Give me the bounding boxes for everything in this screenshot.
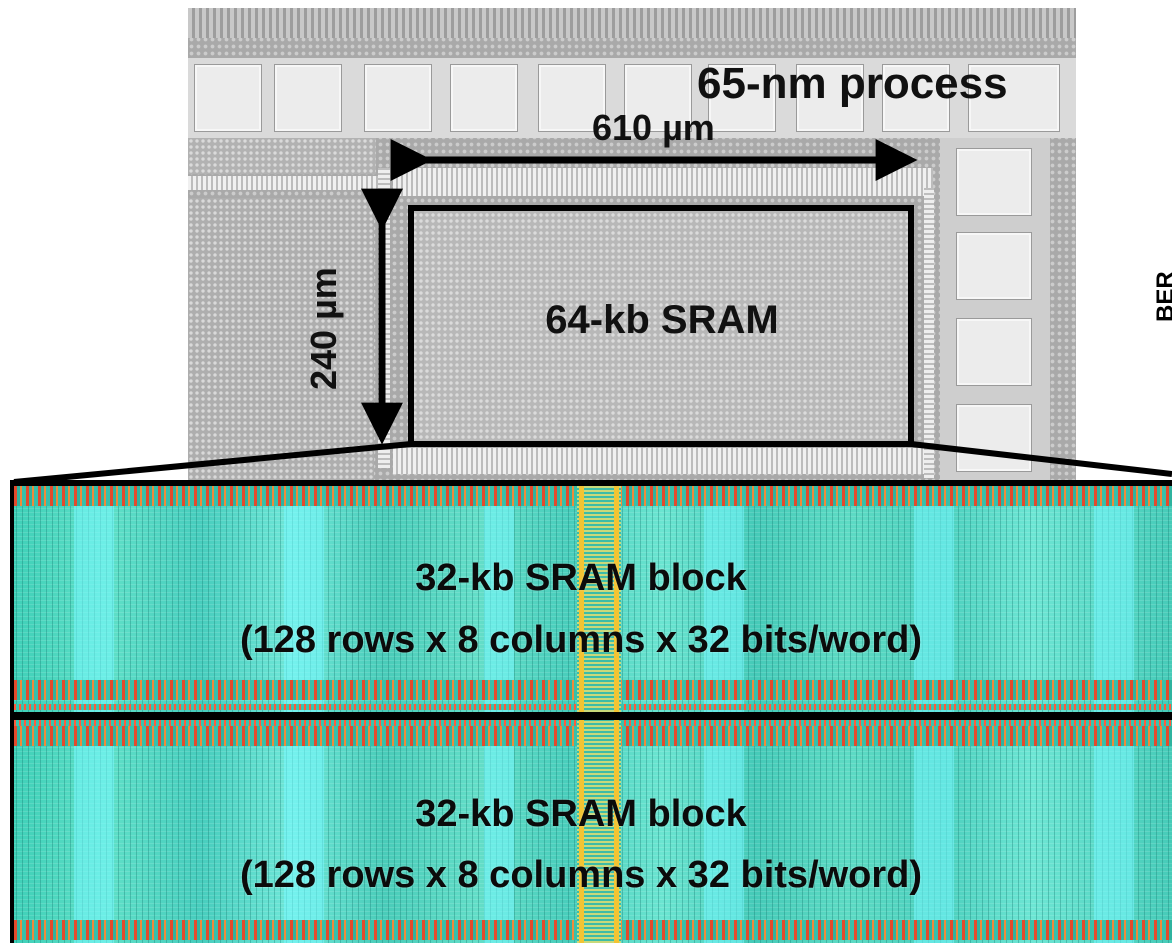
block-2-detail: (128 rows x 8 columns x 32 bits/word) — [239, 854, 923, 896]
block-1-detail: (128 rows x 8 columns x 32 bits/word) — [239, 619, 923, 661]
layout-panel — [10, 480, 1172, 943]
callout-line-left — [13, 441, 412, 485]
block-2-title: 32-kb SRAM block — [415, 793, 747, 835]
sram-block-bottom — [14, 720, 1172, 943]
sram-macro-label: 64-kb SRAM — [545, 298, 779, 342]
block-1-title: 32-kb SRAM block — [415, 557, 747, 599]
sram-block-top — [14, 486, 1172, 712]
callout-line-right — [910, 441, 1172, 477]
sram-outline — [408, 205, 914, 447]
block-divider — [10, 712, 1172, 720]
right-edge-text: BER — [1152, 271, 1172, 322]
process-label: 65-nm process — [697, 59, 1008, 108]
die-micrograph — [188, 8, 1076, 486]
